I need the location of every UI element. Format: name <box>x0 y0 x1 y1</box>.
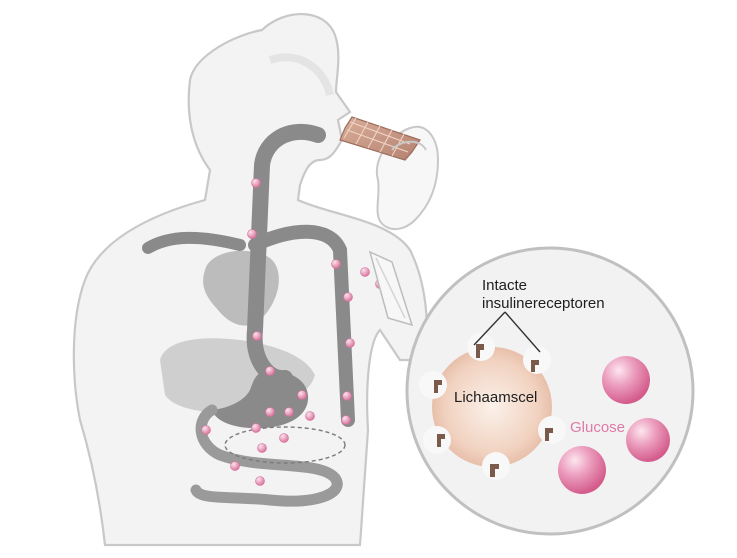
cell-label: Lichaamscel <box>454 389 538 406</box>
label-pointer <box>473 311 541 353</box>
glucose-molecules <box>558 356 670 494</box>
waffle-snack-icon <box>339 116 421 161</box>
magnified-view <box>405 246 695 536</box>
body-cell <box>419 333 566 480</box>
hand-with-snack <box>339 116 440 230</box>
pancreas-outline <box>224 426 346 464</box>
zoom-lines <box>368 250 414 327</box>
receptors-label-line2: insulinereceptoren <box>482 295 605 312</box>
glucose-label: Glucose <box>570 419 626 436</box>
glucose-particles <box>201 178 385 486</box>
receptors-label-line1: Intacte <box>482 277 528 294</box>
digestive-tract <box>142 123 355 507</box>
insulin-receptor-icon <box>434 344 553 477</box>
